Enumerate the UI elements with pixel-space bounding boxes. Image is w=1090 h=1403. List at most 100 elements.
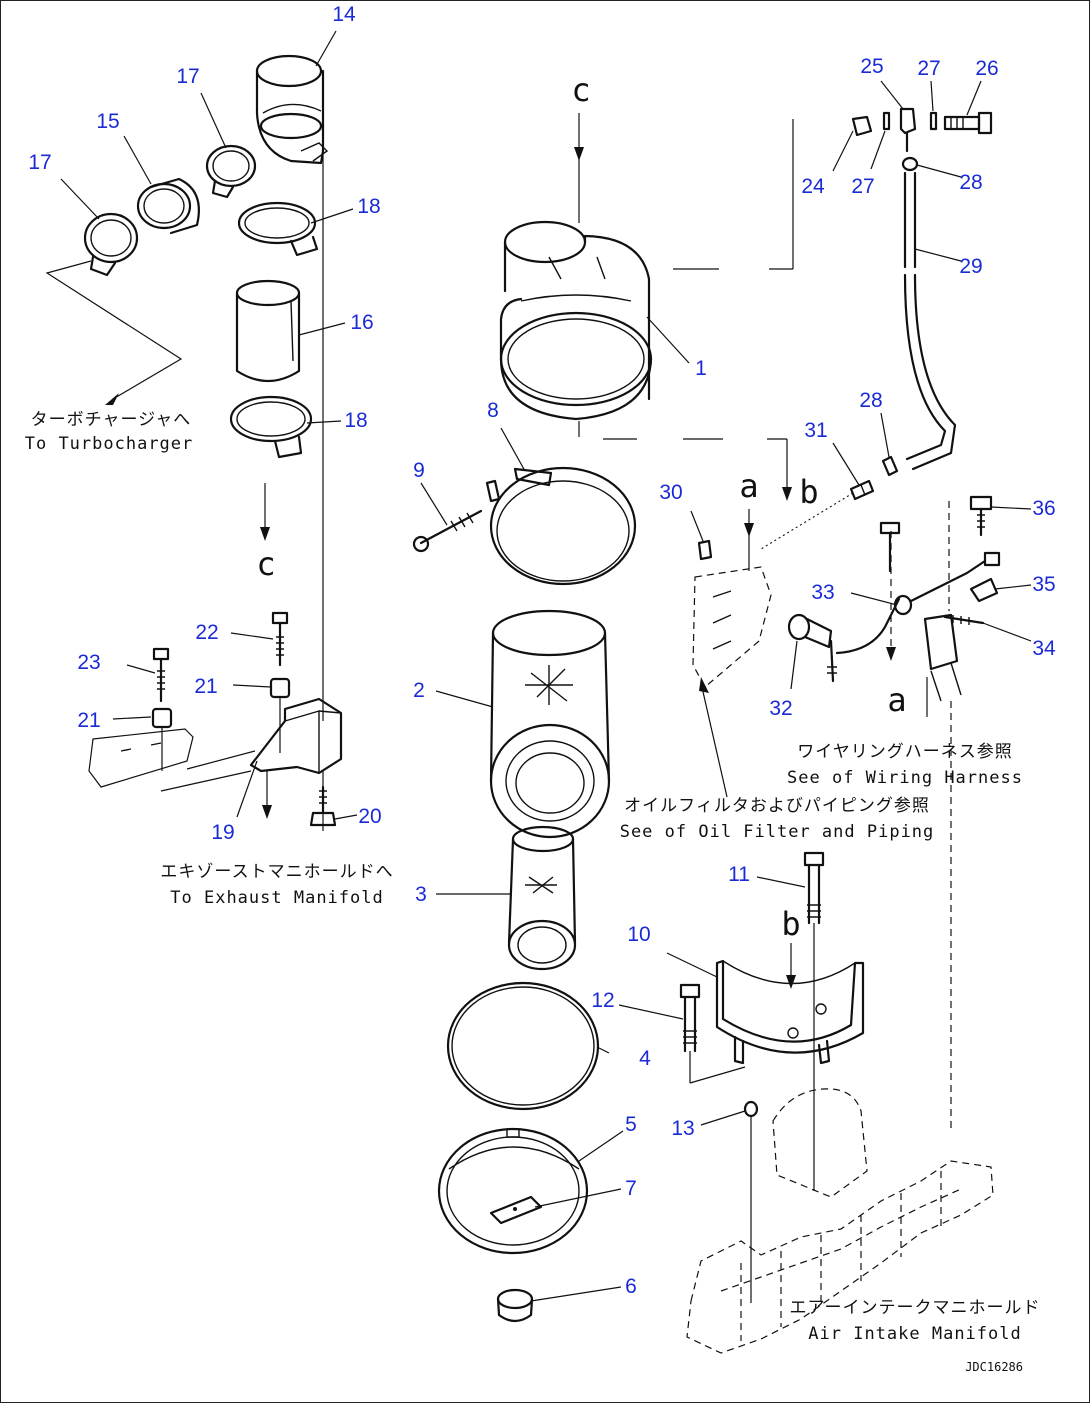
part-12-bolt (679, 983, 701, 1053)
callout-30: 30 (659, 481, 682, 504)
part-21-right-collar (269, 677, 291, 753)
callout-4: 4 (639, 1047, 651, 1070)
note-wiring-jp: ワイヤリングハーネス参照 (797, 742, 1013, 762)
callout-12: 12 (591, 989, 614, 1012)
callout-21-left: 21 (77, 709, 100, 732)
callout-numbers: 1 2 3 4 5 6 7 8 9 10 11 12 13 14 15 16 1… (28, 3, 1056, 1298)
callout-10: 10 (627, 923, 650, 946)
callout-27-upper: 27 (917, 57, 940, 80)
part-22-bolt (271, 611, 289, 667)
callout-14: 14 (332, 3, 356, 26)
view-letter-b-bottom: b (781, 905, 800, 943)
view-letter-c-top: c (571, 71, 590, 109)
callout-5: 5 (625, 1113, 637, 1136)
note-intake-en: Air Intake Manifold (808, 1324, 1021, 1344)
callout-26: 26 (975, 57, 998, 80)
part-7-label-plate (489, 1195, 543, 1225)
callout-18-upper: 18 (357, 195, 380, 218)
callout-28-upper: 28 (959, 171, 982, 194)
callout-24: 24 (801, 175, 825, 198)
hex-cap-screw (879, 521, 901, 573)
part-32-dust-indicator (787, 613, 837, 683)
callout-34: 34 (1032, 637, 1056, 660)
part-28-lower-sleeve (881, 455, 899, 477)
callout-8: 8 (487, 399, 499, 422)
view-letter-b-top: b (799, 473, 818, 511)
part-2-outer-element (489, 609, 611, 839)
part-9-bolt (412, 509, 483, 553)
part-6-evacuator-valve (496, 1288, 534, 1323)
callout-31: 31 (804, 419, 827, 442)
part-27-washer-a (882, 111, 891, 131)
part-29-hose (903, 171, 957, 471)
note-turbocharger-en: To Turbocharger (25, 434, 194, 454)
part-24-nut (851, 115, 873, 137)
callout-35: 35 (1032, 573, 1055, 596)
callout-20: 20 (358, 805, 381, 828)
part-8-band-clamp (485, 466, 637, 586)
callout-23: 23 (77, 651, 100, 674)
part-26-joint-bolt (943, 111, 993, 135)
part-18-upper-clamp (237, 201, 319, 257)
view-letter-a-bottom: a (887, 681, 906, 719)
callout-17-lower: 17 (28, 151, 51, 174)
note-turbocharger-jp: ターボチャージャへ (31, 410, 192, 430)
callout-17-upper: 17 (176, 65, 199, 88)
part-31-nipple (849, 479, 875, 501)
part-36-screw (969, 495, 993, 537)
callout-6: 6 (625, 1275, 637, 1298)
part-10-saddle-bracket (715, 959, 865, 1065)
callout-2: 2 (413, 679, 425, 702)
part-19-bracket (249, 697, 343, 775)
drawing-code: JDC16286 (965, 1360, 1023, 1374)
callout-3: 3 (415, 883, 427, 906)
part-35-clip (969, 577, 999, 603)
callout-13: 13 (671, 1117, 694, 1140)
note-wiring-en: See of Wiring Harness (787, 768, 1023, 788)
callout-9: 9 (413, 459, 425, 482)
callout-32: 32 (769, 697, 792, 720)
part-17-upper-clamp (205, 144, 257, 199)
callout-22: 22 (195, 621, 218, 644)
part-28-upper-sleeve (901, 156, 919, 172)
note-intake-jp: エアーインテークマニホールド (790, 1298, 1041, 1318)
part-33-switch (835, 551, 1001, 655)
note-exhaust-en: To Exhaust Manifold (170, 888, 383, 908)
part-1-air-cleaner-body (499, 220, 653, 421)
callout-33: 33 (811, 581, 834, 604)
callout-29: 29 (959, 255, 982, 278)
part-23-bolt (152, 647, 170, 703)
callout-25: 25 (860, 55, 883, 78)
callout-27-lower: 27 (851, 175, 874, 198)
callout-19: 19 (211, 821, 234, 844)
part-11-bolt (803, 851, 825, 925)
callout-28-lower: 28 (859, 389, 882, 412)
note-exhaust-jp: エキゾーストマニホールドへ (160, 862, 393, 882)
view-letter-c-left: c (256, 545, 275, 583)
callout-36: 36 (1032, 497, 1055, 520)
note-oil-filter-jp: オイルフィルタおよびパイピング参照 (624, 796, 930, 816)
part-14-elbow-pipe (255, 54, 329, 165)
callout-16: 16 (350, 311, 373, 334)
callout-1: 1 (695, 357, 707, 380)
sensor-bracket (923, 613, 962, 702)
part-21-left-collar (151, 707, 173, 771)
part-17-lower-clamp (83, 212, 139, 277)
callout-21-right: 21 (194, 675, 217, 698)
air-intake-manifold (686, 1088, 994, 1354)
callout-7: 7 (625, 1177, 637, 1200)
view-letter-a-top: a (739, 467, 758, 505)
part-3-inner-element (507, 825, 577, 971)
part-13-nut (743, 1100, 759, 1303)
part-25-eye-joint (899, 107, 917, 153)
part-4-o-ring (446, 981, 600, 1111)
part-15-rubber-sleeve (136, 177, 200, 235)
callout-15: 15 (96, 110, 119, 133)
part-20-bolt (309, 785, 337, 827)
note-oil-filter-en: See of Oil Filter and Piping (620, 822, 935, 842)
part-16-straight-pipe (235, 279, 301, 382)
callout-18-lower: 18 (344, 409, 367, 432)
callout-11: 11 (728, 863, 750, 886)
